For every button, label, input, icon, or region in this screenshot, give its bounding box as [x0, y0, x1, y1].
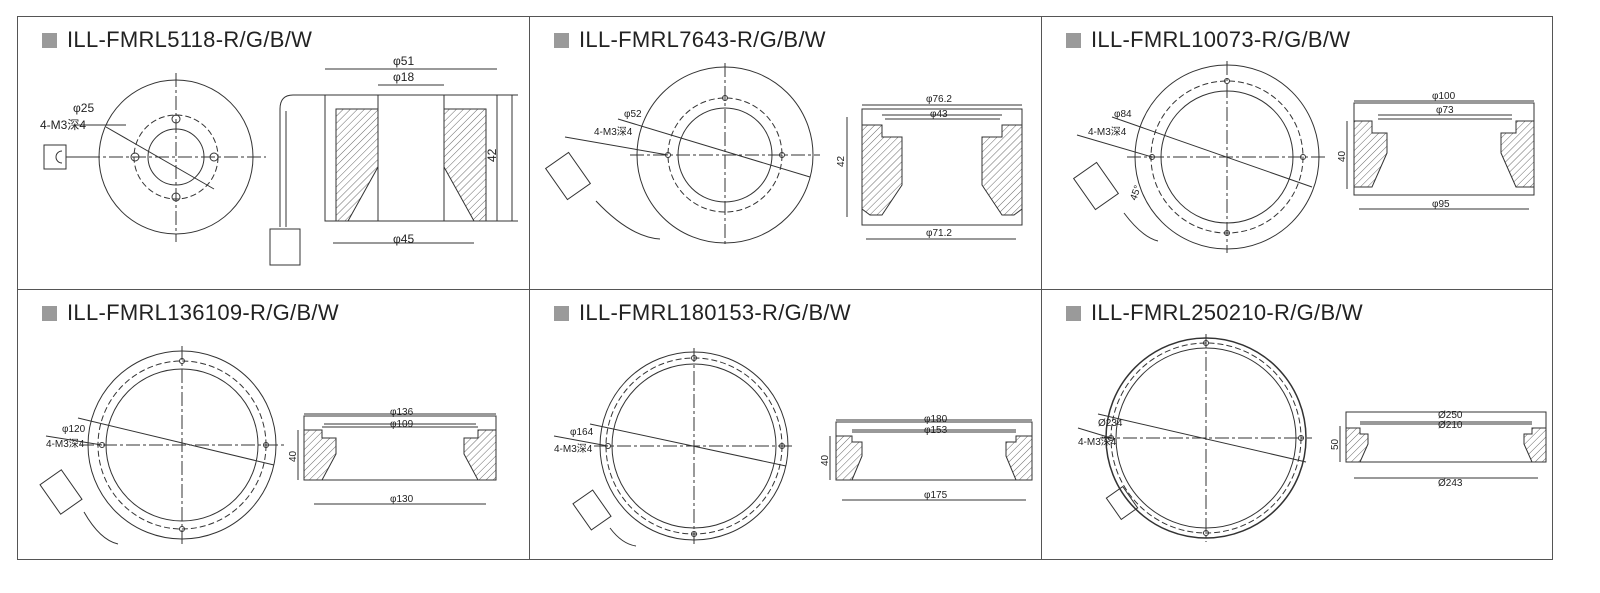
dim-bottom: φ175	[924, 490, 948, 501]
grid-divider	[529, 17, 530, 559]
dim-inner-top: Ø210	[1438, 420, 1463, 431]
grid-divider	[1041, 17, 1042, 559]
dim-thread: 4-M3深4	[1078, 436, 1117, 448]
dim-bottom: φ130	[390, 494, 414, 505]
technical-drawing: φ25 4-M3深4 φ51 φ18 φ45 42	[40, 54, 518, 266]
dim-inner-top: φ109	[390, 419, 414, 430]
dim-thread: 4-M3深4	[554, 443, 593, 455]
dim-hole-dia: φ25	[73, 101, 94, 115]
connector-body	[43, 144, 67, 170]
panel-title: ILL-FMRL10073-R/G/B/W	[1066, 27, 1350, 53]
panel-title: ILL-FMRL5118-R/G/B/W	[42, 27, 312, 53]
panel-fmrl10073: ILL-FMRL10073-R/G/B/W	[1042, 17, 1553, 289]
panel-title-text: ILL-FMRL7643-R/G/B/W	[579, 27, 826, 52]
drawing-grid: ILL-FMRL5118-R/G/B/W	[17, 16, 1553, 560]
dim-hole-dia: φ52	[624, 109, 642, 120]
dim-thread: 4-M3深4	[594, 126, 633, 138]
dim-angle: 45°	[1128, 184, 1144, 202]
connector-body	[39, 469, 83, 515]
grid-divider	[18, 289, 1552, 290]
connector-body	[1105, 485, 1139, 521]
panel-title: ILL-FMRL180153-R/G/B/W	[554, 300, 851, 326]
dim-thread: 4-M3深4	[40, 118, 86, 132]
connector-body	[572, 489, 612, 531]
connector-body	[1072, 161, 1120, 211]
dim-thread: 4-M3深4	[1088, 126, 1127, 138]
dim-bottom: Ø243	[1438, 478, 1463, 489]
bullet-square-icon	[1066, 305, 1081, 321]
bullet-square-icon	[554, 32, 569, 48]
technical-drawing: φ120 4-M3深4 φ136 φ109 φ130 40	[39, 346, 497, 545]
dim-hole-dia: φ84	[1114, 109, 1132, 120]
dim-outer-top: φ180	[924, 414, 948, 425]
side-view-outline	[324, 94, 498, 222]
panel-title-text: ILL-FMRL136109-R/G/B/W	[67, 300, 339, 325]
dim-height: 40	[820, 454, 831, 466]
dim-inner-top: φ43	[930, 109, 948, 120]
panel-title-text: ILL-FMRL5118-R/G/B/W	[67, 27, 313, 52]
connector-body	[544, 151, 592, 201]
bullet-square-icon	[42, 305, 57, 321]
dim-inner-top: φ73	[1436, 105, 1454, 116]
connector-body	[269, 228, 301, 266]
dim-bottom: φ71.2	[926, 228, 952, 239]
dim-height: 42	[485, 148, 499, 162]
panel-fmrl250210: ILL-FMRL250210-R/G/B/W	[1042, 290, 1553, 560]
dim-outer-top: φ136	[390, 407, 414, 418]
panel-title-text: ILL-FMRL250210-R/G/B/W	[1091, 300, 1363, 325]
dim-inner-top: φ153	[924, 425, 948, 436]
dim-hole-dia: Ø234	[1098, 418, 1123, 429]
panel-title-text: ILL-FMRL10073-R/G/B/W	[1091, 27, 1351, 52]
dim-height: 50	[1330, 438, 1341, 450]
dim-bottom: φ45	[393, 232, 414, 246]
panel-title-text: ILL-FMRL180153-R/G/B/W	[579, 300, 851, 325]
dim-outer-top: Ø250	[1438, 410, 1463, 421]
panel-fmrl7643: ILL-FMRL7643-R/G/B/W	[530, 17, 1041, 289]
dim-hole-dia: φ120	[62, 424, 86, 435]
technical-drawing: φ84 4-M3深4 45° φ100 φ73 φ95 40	[1072, 61, 1535, 253]
dim-outer-top: φ51	[393, 54, 414, 68]
dim-bottom: φ95	[1432, 199, 1450, 210]
bullet-square-icon	[1066, 32, 1081, 48]
panel-fmrl136109: ILL-FMRL136109-R/G/B/W	[18, 290, 529, 560]
panel-title: ILL-FMRL7643-R/G/B/W	[554, 27, 826, 53]
dim-outer-top: φ100	[1432, 91, 1456, 102]
panel-fmrl5118: ILL-FMRL5118-R/G/B/W	[18, 17, 529, 289]
dim-height: 40	[1337, 150, 1348, 162]
panel-title: ILL-FMRL136109-R/G/B/W	[42, 300, 339, 326]
dim-thread: 4-M3深4	[46, 438, 85, 450]
dim-height: 40	[288, 450, 299, 462]
bullet-square-icon	[554, 305, 569, 321]
panel-fmrl180153: ILL-FMRL180153-R/G/B/W	[530, 290, 1041, 560]
technical-drawing: Ø234 4-M3深4 Ø250 Ø210 Ø243 50	[1077, 334, 1547, 542]
technical-drawing: φ164 4-M3深4 φ180 φ153 φ175 40	[553, 348, 1033, 547]
bullet-square-icon	[42, 32, 57, 48]
dim-height: 42	[836, 155, 847, 167]
dim-hole-dia: φ164	[570, 427, 594, 438]
panel-title: ILL-FMRL250210-R/G/B/W	[1066, 300, 1363, 326]
technical-drawing: φ52 4-M3深4 φ76.2 φ43 φ71.2 42	[544, 63, 1023, 247]
dim-outer-top: φ76.2	[926, 94, 952, 105]
dim-inner-top: φ18	[393, 70, 414, 84]
